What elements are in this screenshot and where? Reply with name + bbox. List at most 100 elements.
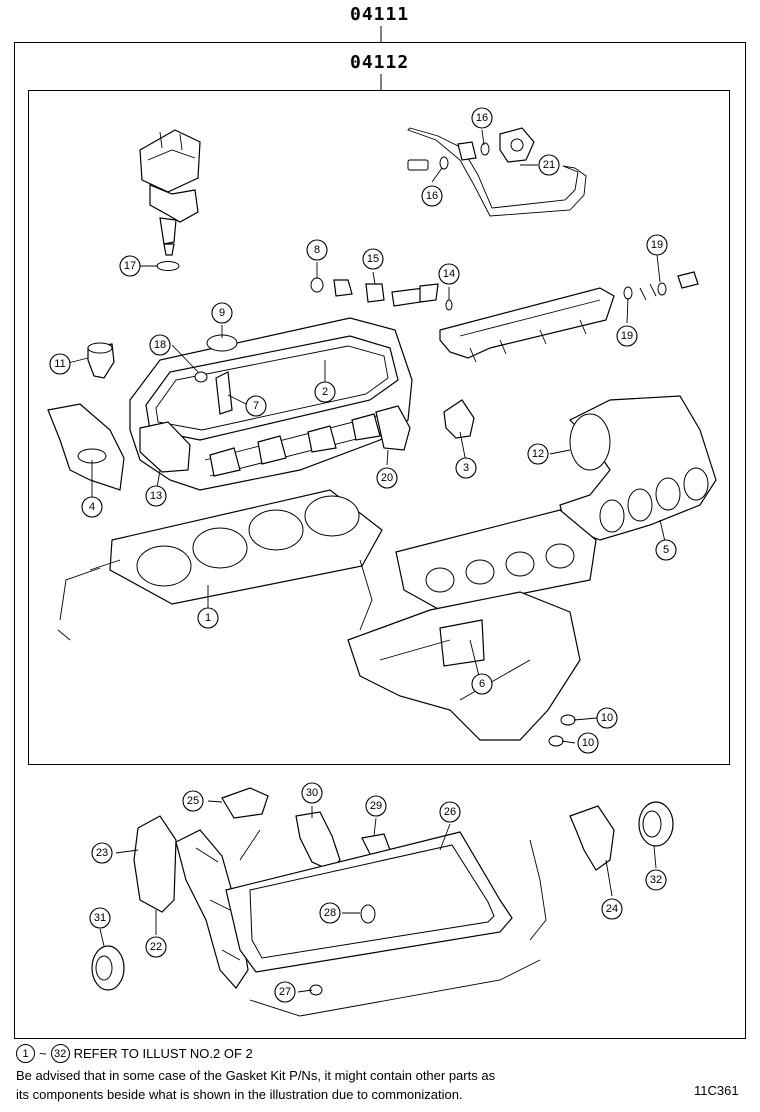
svg-text:30: 30 — [306, 787, 318, 799]
callout-29: 29 — [365, 795, 387, 817]
advisory-line-1: Be advised that in some case of the Gask… — [16, 1068, 496, 1083]
svg-text:10: 10 — [582, 737, 594, 749]
svg-text:20: 20 — [381, 472, 393, 484]
callout-6: 6 — [471, 673, 493, 695]
intake-manifold-gasket-drawing — [395, 509, 597, 611]
manifold-gasket-small-drawing — [139, 421, 191, 473]
svg-text:22: 22 — [150, 941, 162, 953]
distributor-drawing — [139, 129, 201, 271]
kit-code-inner: 04112 — [350, 52, 410, 73]
inner-kit-frame — [28, 90, 730, 765]
exhaust-gasket-small-drawing — [375, 405, 411, 451]
refer-text: REFER TO ILLUST NO.2 OF 2 — [73, 1046, 253, 1061]
callout-8: 8 — [306, 239, 328, 261]
illustration-code: 11C361 — [694, 1083, 739, 1098]
callout-15: 15 — [362, 248, 384, 270]
cylinder-head-gasket-drawing — [109, 489, 383, 605]
gasket-ring-drawing — [548, 735, 564, 747]
svg-text:15: 15 — [367, 253, 379, 265]
engine-block-outline — [57, 559, 373, 641]
callout-16a: 16 — [471, 107, 493, 129]
svg-text:6: 6 — [479, 678, 485, 690]
oil-seal-rear-drawing — [638, 801, 674, 847]
callout-25: 25 — [182, 790, 204, 812]
gasket-25-drawing — [221, 787, 269, 819]
vacuum-pipe-drawing — [407, 127, 587, 217]
svg-text:13: 13 — [150, 490, 162, 502]
kit-code-outer: 04111 — [350, 4, 410, 25]
callout-20: 20 — [376, 467, 398, 489]
svg-text:19: 19 — [621, 330, 633, 342]
callout-14: 14 — [438, 263, 460, 285]
svg-text:24: 24 — [606, 903, 618, 915]
callout-30: 30 — [301, 782, 323, 804]
callout-11: 11 — [49, 353, 71, 375]
svg-text:3: 3 — [463, 462, 469, 474]
svg-text:28: 28 — [324, 907, 336, 919]
fuel-rail-drawing — [310, 271, 699, 363]
svg-text:29: 29 — [370, 800, 382, 812]
svg-text:11: 11 — [54, 358, 65, 370]
svg-text:1: 1 — [205, 612, 211, 624]
callout-1: 1 — [197, 607, 219, 629]
refer-note: 1 ~ 32 REFER TO ILLUST NO.2 OF 2 — [16, 1044, 253, 1063]
svg-text:16: 16 — [426, 190, 438, 202]
callout-23: 23 — [91, 842, 113, 864]
range-start-callout: 1 — [16, 1044, 35, 1063]
callout-7: 7 — [245, 395, 267, 417]
callout-19a: 19 — [646, 234, 668, 256]
callout-26: 26 — [439, 801, 461, 823]
svg-text:26: 26 — [444, 806, 456, 818]
callout-10a: 10 — [596, 707, 618, 729]
cylinder-head-drawing — [129, 317, 413, 491]
callout-5: 5 — [655, 539, 677, 561]
callout-4: 4 — [81, 496, 103, 518]
svg-text:32: 32 — [650, 874, 662, 886]
gasket-ring-drawing — [560, 714, 576, 726]
callout-18: 18 — [149, 334, 171, 356]
svg-text:27: 27 — [279, 986, 291, 998]
svg-text:19: 19 — [651, 239, 663, 251]
callout-22: 22 — [145, 936, 167, 958]
callout-17: 17 — [119, 255, 141, 277]
callout-10b: 10 — [577, 732, 599, 754]
leader-lines — [63, 129, 667, 993]
callout-12: 12 — [527, 443, 549, 465]
gasket-30-drawing — [295, 811, 341, 871]
oil-seal-front-drawing — [91, 945, 125, 991]
svg-text:7: 7 — [253, 400, 259, 412]
callout-3: 3 — [455, 457, 477, 479]
callout-28: 28 — [319, 902, 341, 924]
callout-9: 9 — [211, 302, 233, 324]
svg-text:8: 8 — [314, 244, 320, 256]
callout-2: 2 — [314, 381, 336, 403]
callout-24: 24 — [601, 898, 623, 920]
callout-13: 13 — [145, 485, 167, 507]
oil-pan-gasket-drawing — [225, 831, 513, 973]
water-outlet-drawing — [47, 403, 125, 491]
svg-text:5: 5 — [663, 544, 669, 556]
svg-text:12: 12 — [532, 448, 544, 460]
callout-21: 21 — [538, 154, 560, 176]
exhaust-manifold-drawing — [347, 591, 581, 741]
callout-19b: 19 — [616, 325, 638, 347]
callout-27: 27 — [274, 981, 296, 1003]
egr-gasket-drawing — [443, 399, 475, 439]
svg-text:14: 14 — [443, 268, 455, 280]
svg-text:2: 2 — [322, 386, 328, 398]
advisory-line-2: its components beside what is shown in t… — [16, 1087, 463, 1102]
timing-cover-gasket-drawing — [133, 815, 249, 989]
range-separator: ~ — [39, 1046, 47, 1061]
seal-28-drawing — [360, 904, 376, 924]
thermostat-housing-drawing — [87, 342, 115, 379]
svg-text:9: 9 — [219, 307, 225, 319]
svg-text:31: 31 — [94, 912, 106, 924]
engine-block-lower-outline — [239, 829, 547, 1017]
svg-text:16: 16 — [476, 112, 488, 124]
svg-text:18: 18 — [154, 339, 166, 351]
callout-32: 32 — [645, 869, 667, 891]
svg-text:4: 4 — [89, 501, 95, 513]
svg-text:23: 23 — [96, 847, 108, 859]
callout-31: 31 — [89, 907, 111, 929]
